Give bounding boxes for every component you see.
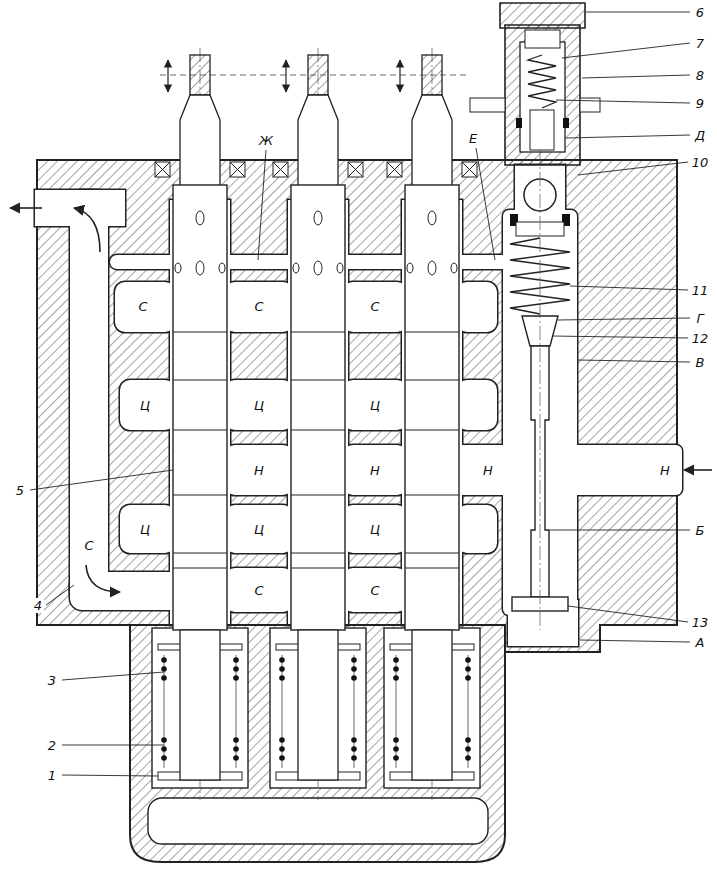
callout-label: Г [694, 311, 705, 326]
callout-label: Ц [368, 398, 382, 413]
valve-housing [35, 160, 682, 652]
leader-lines [30, 12, 690, 776]
callout-label: Ц [252, 522, 266, 537]
callout-label: Д [693, 128, 707, 143]
spools [155, 48, 477, 800]
callout-label: С [368, 299, 381, 314]
callout-label: 12 [690, 331, 711, 346]
callout-label: С [82, 538, 95, 553]
callout-label: Б [694, 523, 707, 538]
callout-label: С [368, 583, 381, 598]
flow-arrows [10, 208, 712, 592]
callout-label: Ц [138, 522, 152, 537]
callout-label: 13 [690, 615, 711, 630]
callout-label: А [694, 635, 707, 650]
callout-label: 9 [694, 96, 706, 111]
callout-label: 5 [14, 483, 26, 498]
callout-label: С [252, 583, 265, 598]
callout-label: Н [368, 463, 382, 478]
callout-label: Ц [368, 522, 382, 537]
callout-label: 11 [690, 283, 711, 298]
callout-label: Ц [138, 398, 152, 413]
callout-label: Н [658, 463, 672, 478]
callout-label: Н [481, 463, 495, 478]
callout-label: Ц [252, 398, 266, 413]
callout-label: 10 [690, 155, 711, 170]
callout-label: Е [467, 131, 479, 146]
callout-label: С [136, 299, 149, 314]
callout-label: 8 [694, 68, 706, 83]
callout-label: 6 [694, 5, 706, 20]
relief-valve [470, 3, 600, 630]
callout-label: Ж [257, 133, 275, 148]
callout-label: Н [252, 463, 266, 478]
callout-label: С [252, 299, 265, 314]
callout-label: 4 [32, 598, 44, 613]
callout-label: 7 [694, 36, 706, 51]
callout-label: В [694, 355, 707, 370]
callout-label: 2 [46, 738, 58, 753]
callout-label: 1 [46, 768, 58, 783]
callout-label: 3 [46, 673, 58, 688]
